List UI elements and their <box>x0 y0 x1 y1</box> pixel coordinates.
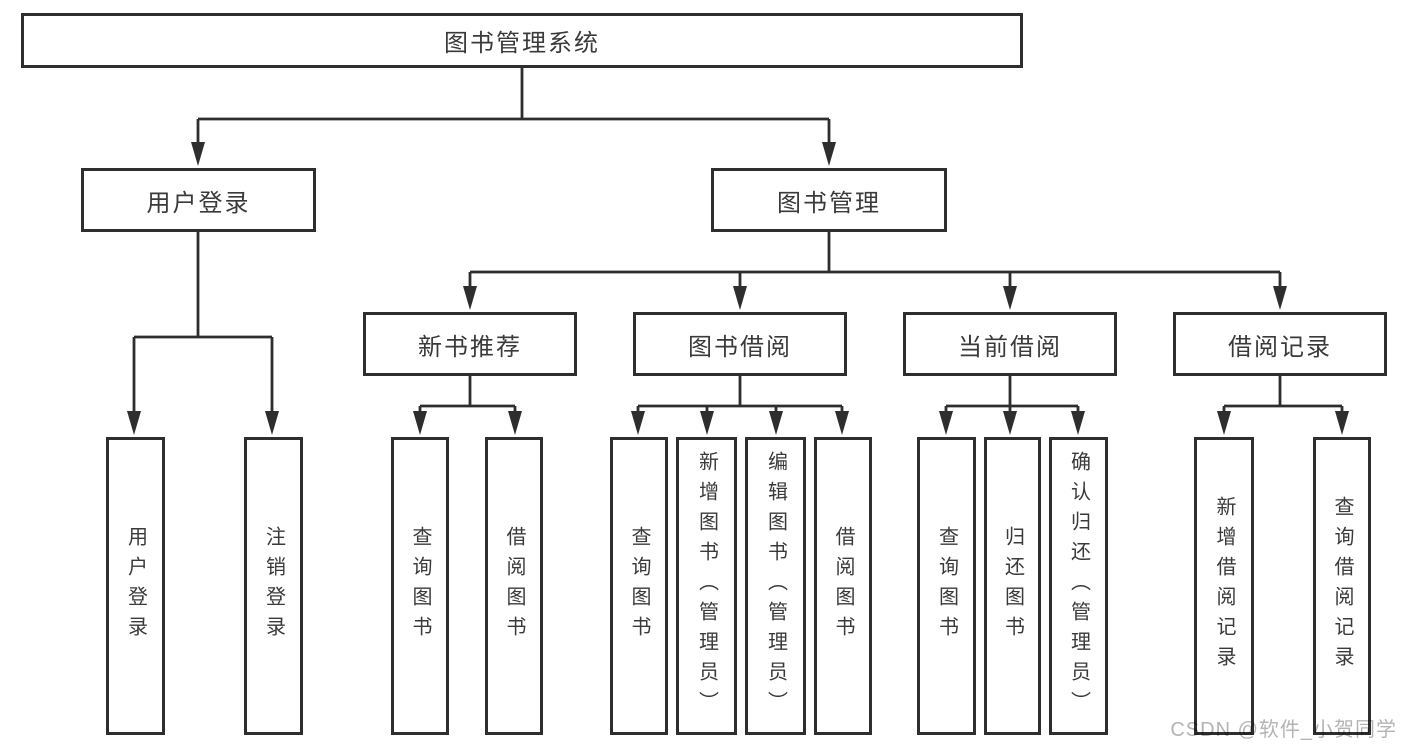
node-book-management-label: 图书管理 <box>777 189 881 217</box>
leaf-query-borrow-record-label: 查询借阅记录 <box>1331 496 1353 676</box>
leaf-query-books-borrowing-label: 查询图书 <box>628 526 650 646</box>
arrow-down-icon <box>631 411 645 435</box>
node-user-login-label: 用户登录 <box>146 189 251 217</box>
node-book-management: 图书管理 <box>711 168 947 232</box>
arrow-down-icon <box>191 142 205 166</box>
arrow-down-icon <box>769 411 783 435</box>
arrowheads <box>127 142 1349 435</box>
arrow-down-icon <box>835 411 849 435</box>
node-borrowing-records: 借阅记录 <box>1173 312 1387 376</box>
arrow-down-icon <box>700 411 714 435</box>
node-book-borrowing-label: 图书借阅 <box>688 333 792 361</box>
node-root-label: 图书管理系统 <box>444 30 600 57</box>
leaf-edit-books-admin-label: 编辑图书（管理员） <box>764 451 787 721</box>
leaf-add-borrow-record: 新增借阅记录 <box>1194 437 1254 735</box>
node-user-login: 用户登录 <box>81 168 316 232</box>
leaf-query-books-recommend: 查询图书 <box>391 437 449 735</box>
arrow-down-icon <box>265 411 279 435</box>
arrow-down-icon <box>1003 286 1017 310</box>
leaf-return-books: 归还图书 <box>984 437 1041 735</box>
leaf-return-books-label: 归还图书 <box>1001 526 1024 646</box>
leaf-confirm-return-admin-label: 确认归还（管理员） <box>1067 451 1090 721</box>
leaf-edit-books-admin: 编辑图书（管理员） <box>745 437 806 735</box>
leaf-query-books-current-label: 查询图书 <box>935 526 958 646</box>
node-new-book-recommendation: 新书推荐 <box>363 312 577 376</box>
node-new-book-recommendation-label: 新书推荐 <box>418 333 522 361</box>
leaf-query-books-current: 查询图书 <box>917 437 976 735</box>
leaf-user-login: 用户登录 <box>106 437 165 735</box>
arrow-down-icon <box>1273 286 1287 310</box>
leaf-logout: 注销登录 <box>244 437 303 735</box>
arrow-down-icon <box>508 411 522 435</box>
leaf-confirm-return-admin: 确认归还（管理员） <box>1049 437 1108 735</box>
leaf-query-borrow-record: 查询借阅记录 <box>1313 437 1371 735</box>
arrow-down-icon <box>939 411 953 435</box>
node-borrowing-records-label: 借阅记录 <box>1228 333 1332 361</box>
node-root: 图书管理系统 <box>21 13 1023 68</box>
arrow-down-icon <box>413 411 427 435</box>
leaf-borrow-books-recommend-label: 借阅图书 <box>503 526 525 646</box>
arrow-down-icon <box>463 286 477 310</box>
arrow-down-icon <box>1335 411 1349 435</box>
arrow-down-icon <box>1003 411 1017 435</box>
leaf-borrow-books-borrowing-label: 借阅图书 <box>832 526 854 646</box>
csdn-watermark: CSDN @软件_小贺同学 <box>1170 719 1397 741</box>
leaf-borrow-books-borrowing: 借阅图书 <box>814 437 872 735</box>
leaf-add-books-admin-label: 新增图书（管理员） <box>695 451 718 721</box>
leaf-user-login-label: 用户登录 <box>124 526 147 646</box>
node-current-borrowing-label: 当前借阅 <box>958 333 1062 361</box>
leaf-query-books-recommend-label: 查询图书 <box>409 526 431 646</box>
leaf-borrow-books-recommend: 借阅图书 <box>485 437 543 735</box>
leaf-add-books-admin: 新增图书（管理员） <box>676 437 737 735</box>
arrow-down-icon <box>1217 411 1231 435</box>
node-book-borrowing: 图书借阅 <box>633 312 847 376</box>
arrow-down-icon <box>822 142 836 166</box>
leaf-logout-label: 注销登录 <box>262 526 285 646</box>
arrow-down-icon <box>733 286 747 310</box>
leaf-add-borrow-record-label: 新增借阅记录 <box>1213 496 1235 676</box>
node-current-borrowing: 当前借阅 <box>903 312 1117 376</box>
arrow-down-icon <box>1071 411 1085 435</box>
leaf-query-books-borrowing: 查询图书 <box>610 437 668 735</box>
arrow-down-icon <box>127 411 141 435</box>
